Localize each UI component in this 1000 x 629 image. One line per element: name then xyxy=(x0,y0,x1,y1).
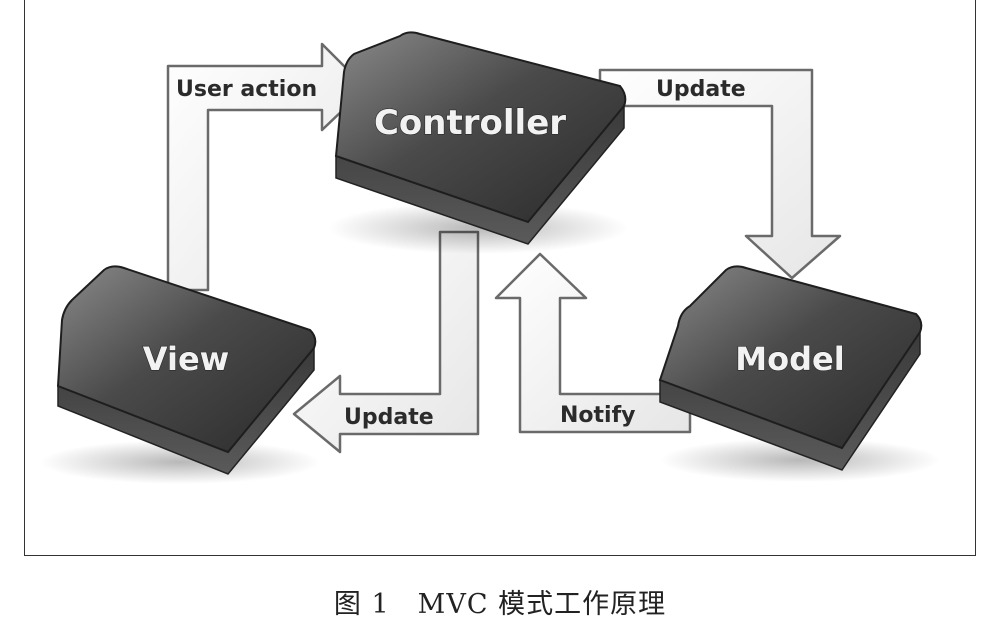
update-to-view-label: Update xyxy=(344,405,434,430)
notify-label: Notify xyxy=(560,403,636,428)
controller-box: Controller xyxy=(328,31,628,254)
model-label: Model xyxy=(735,340,844,378)
arrow-update-to-model: Update xyxy=(598,68,842,280)
arrow-update-to-view: Update xyxy=(292,230,480,454)
mvc-diagram: User action Update Update Notify Control… xyxy=(40,31,940,484)
view-box: View xyxy=(40,265,320,484)
user-action-label: User action xyxy=(176,77,317,102)
figure-caption: 图 1 MVC 模式工作原理 xyxy=(333,589,667,620)
update-to-model-label: Update xyxy=(656,77,746,102)
model-box: Model xyxy=(658,265,940,482)
view-label: View xyxy=(143,340,229,378)
arrow-notify: Notify xyxy=(494,252,692,434)
controller-label: Controller xyxy=(374,103,566,143)
